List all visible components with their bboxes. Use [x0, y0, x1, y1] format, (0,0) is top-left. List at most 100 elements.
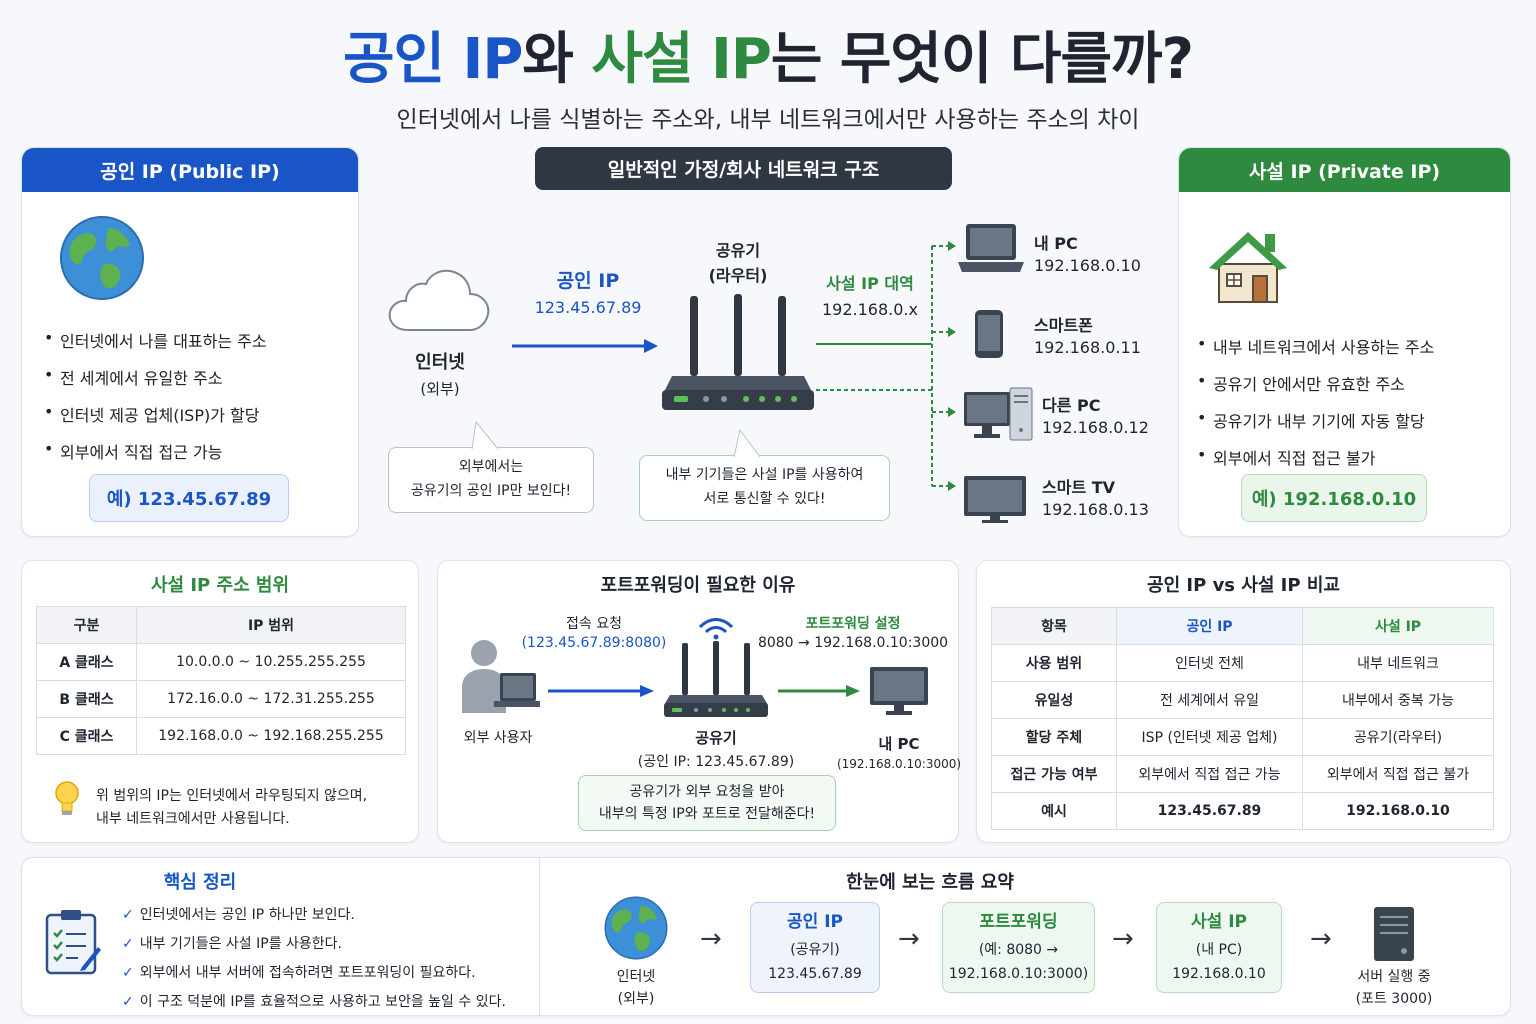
device-ip: 192.168.0.12	[1042, 418, 1149, 437]
table-cell: A 클래스	[36, 643, 137, 681]
table-cell: 접근 가능 여부	[991, 755, 1117, 793]
request-label: 접속 요청	[566, 616, 622, 632]
table-row: 할당 주체 ISP (인터넷 제공 업체) 공유기(라우터)	[991, 718, 1494, 756]
table-cell: 예시	[991, 792, 1117, 830]
device-name: 스마트폰	[1034, 316, 1093, 335]
flow-arrow-icon: →	[700, 924, 722, 954]
note-line: 내부 네트워크에서만 사용됩니다.	[96, 811, 290, 828]
device-name: 다른 PC	[1042, 396, 1101, 415]
router-icon	[664, 641, 768, 717]
table-row: 예시 123.45.67.89 192.168.0.10	[991, 792, 1494, 830]
globe-icon	[604, 896, 668, 960]
user-label: 외부 사용자	[463, 730, 533, 746]
public-ip-value: 123.45.67.89	[534, 298, 642, 317]
range-note: 위 범위의 IP는 인터넷에서 라우팅되지 않으며, 내부 네트워크에서만 사용…	[96, 785, 367, 831]
server-port: (포트 3000)	[1355, 991, 1433, 1007]
table-cell: 인터넷 전체	[1116, 644, 1303, 682]
table-cell: 192.168.0.10	[1302, 792, 1494, 830]
table-header: 사설 IP	[1302, 607, 1494, 645]
private-ip-card: 사설 IP (Private IP) 내부 네트워크에서 사용하는 주소 공유기…	[1178, 147, 1511, 537]
desktop-pc-icon	[964, 387, 1033, 441]
forward-setting-value: 8080 → 192.168.0.10:3000	[757, 635, 949, 651]
summary-item: ✓ 이 구조 덕분에 IP를 효율적으로 사용하고 보안을 높일 수 있다.	[122, 991, 506, 1011]
port-forward-card: 포트포워딩이 필요한 이유 접속 요청 (123.45.67.89:8080) …	[437, 560, 961, 843]
flow-internet-sub: (외부)	[617, 991, 655, 1007]
bubble-line: 서로 통신할 수 있다!	[703, 491, 826, 507]
summary-title: 핵심 정리	[163, 872, 237, 893]
device-ip: 192.168.0.10	[1034, 256, 1141, 275]
table-cell: 123.45.67.89	[1116, 792, 1303, 830]
table-cell: 내부에서 중복 가능	[1302, 681, 1494, 719]
note-line: 공유기가 외부 요청을 받아	[629, 783, 785, 800]
note-line: 위 범위의 IP는 인터넷에서 라우팅되지 않으며,	[96, 788, 368, 804]
public-ip-header: 공인 IP (Public IP)	[22, 148, 358, 192]
summary-item: ✓인터넷에서는 공인 IP 하나만 보인다.	[122, 904, 506, 924]
router-icon	[662, 294, 814, 410]
range-title: 사설 IP 주소 범위	[150, 575, 290, 596]
bullet-item: 인터넷에서 나를 대표하는 주소	[44, 328, 267, 352]
device-ip: 192.168.0.13	[1042, 500, 1149, 519]
private-network-lines	[816, 241, 956, 491]
smartphone-icon	[975, 310, 1003, 358]
network-header: 일반적인 가정/회사 네트워크 구조	[535, 147, 952, 190]
table-cell: 할당 주체	[991, 718, 1117, 756]
clipboard-icon	[45, 910, 101, 975]
compare-title: 공인 IP vs 사설 IP 비교	[1147, 575, 1340, 596]
request-value: (123.45.67.89:8080)	[521, 635, 667, 651]
table-cell: 외부에서 직접 접근 가능	[1116, 755, 1303, 793]
summary-item: ✓ 외부에서 내부 서버에 접속하려면 포트포워딩이 필요하다.	[122, 962, 506, 982]
table-header: IP 범위	[136, 606, 406, 644]
flow-box-title: 포트포워딩	[979, 912, 1058, 933]
table-row: A 클래스 10.0.0.0 ~ 10.255.255.255	[36, 643, 406, 681]
flow-arrow-icon: →	[1310, 924, 1332, 954]
router-label: 공유기	[715, 241, 761, 260]
bullet-item: 전 세계에서 유일한 주소	[44, 365, 267, 389]
flow-box-title: 사설 IP	[1191, 912, 1247, 933]
flow-box-line: 192.168.0.10:3000)	[948, 966, 1089, 983]
flow-box-line: (예: 8080 →	[978, 941, 1059, 958]
page-subtitle: 인터넷에서 나를 식별하는 주소와, 내부 네트워크에서만 사용하는 주소의 차…	[396, 107, 1140, 133]
table-row: 유일성 전 세계에서 유일 내부에서 중복 가능	[991, 681, 1494, 719]
summary-text: 이 구조 덕분에 IP를 효율적으로 사용하고 보안을 높일 수 있다.	[139, 994, 506, 1010]
arrow-user-to-router	[548, 685, 654, 697]
router-public-ip: (공인 IP: 123.45.67.89)	[637, 754, 795, 770]
bubble-tail	[733, 428, 761, 458]
summary-item: ✓내부 기기들은 사설 IP를 사용한다.	[122, 933, 506, 953]
table-header: 공인 IP	[1116, 607, 1303, 645]
flow-box-public: 공인 IP (공유기) 123.45.67.89	[750, 902, 880, 993]
arrow-internet-to-router	[512, 339, 658, 353]
public-ip-bullets: 인터넷에서 나를 대표하는 주소 전 세계에서 유일한 주소 인터넷 제공 업체…	[44, 328, 267, 476]
flow-title: 한눈에 보는 흐름 요약	[846, 872, 1014, 893]
bubble-tail	[471, 420, 499, 450]
bubble-outside-view: 외부에서는 공유기의 공인 IP만 보인다!	[388, 447, 594, 513]
summary-text: 외부에서 내부 서버에 접속하려면 포트포워딩이 필요하다.	[139, 965, 476, 981]
compare-card: 공인 IP vs 사설 IP 비교 항목 공인 IP 사설 IP 사용 범위 인…	[976, 560, 1511, 843]
table-cell: 공유기(라우터)	[1302, 718, 1494, 756]
device-name: 내 PC	[1034, 234, 1078, 253]
bullet-item: 인터넷 제공 업체(ISP)가 할당	[44, 402, 267, 426]
network-structure: 일반적인 가정/회사 네트워크 구조	[378, 147, 1158, 537]
check-icon: ✓	[122, 907, 134, 923]
table-cell: 10.0.0.0 ~ 10.255.255.255	[136, 643, 406, 681]
laptop-icon	[958, 224, 1024, 272]
check-icon: ✓	[122, 965, 134, 981]
private-band-label: 사설 IP 대역	[826, 274, 914, 293]
table-row: C 클래스 192.168.0.0 ~ 192.168.255.255	[36, 717, 406, 755]
router-label: 공유기	[695, 729, 737, 747]
bubble-internal-comm: 내부 기기들은 사설 IP를 사용하여 서로 통신할 수 있다!	[639, 455, 890, 521]
note-line: 내부의 특정 IP와 포트로 전달해준다!	[598, 806, 816, 822]
house-icon	[1209, 232, 1287, 303]
table-row: 접근 가능 여부 외부에서 직접 접근 가능 외부에서 직접 접근 불가	[991, 755, 1494, 793]
bubble-line: 공유기의 공인 IP만 보인다!	[410, 483, 572, 499]
portfwd-title: 포트포워딩이 필요한 이유	[600, 575, 796, 596]
smart-tv-icon	[964, 476, 1026, 523]
flow-arrow-icon: →	[898, 924, 920, 954]
flow-box-line: 192.168.0.10	[1172, 966, 1266, 983]
title-and: 와	[522, 27, 592, 92]
summary-text: 내부 기기들은 사설 IP를 사용한다.	[139, 936, 342, 952]
check-icon: ✓	[122, 994, 134, 1010]
table-cell: 내부 네트워크	[1302, 644, 1494, 682]
table-row: 사용 범위 인터넷 전체 내부 네트워크	[991, 644, 1494, 682]
table-cell: 사용 범위	[991, 644, 1117, 682]
summary-list: ✓인터넷에서는 공인 IP 하나만 보인다. ✓내부 기기들은 사설 IP를 사…	[122, 904, 506, 1020]
